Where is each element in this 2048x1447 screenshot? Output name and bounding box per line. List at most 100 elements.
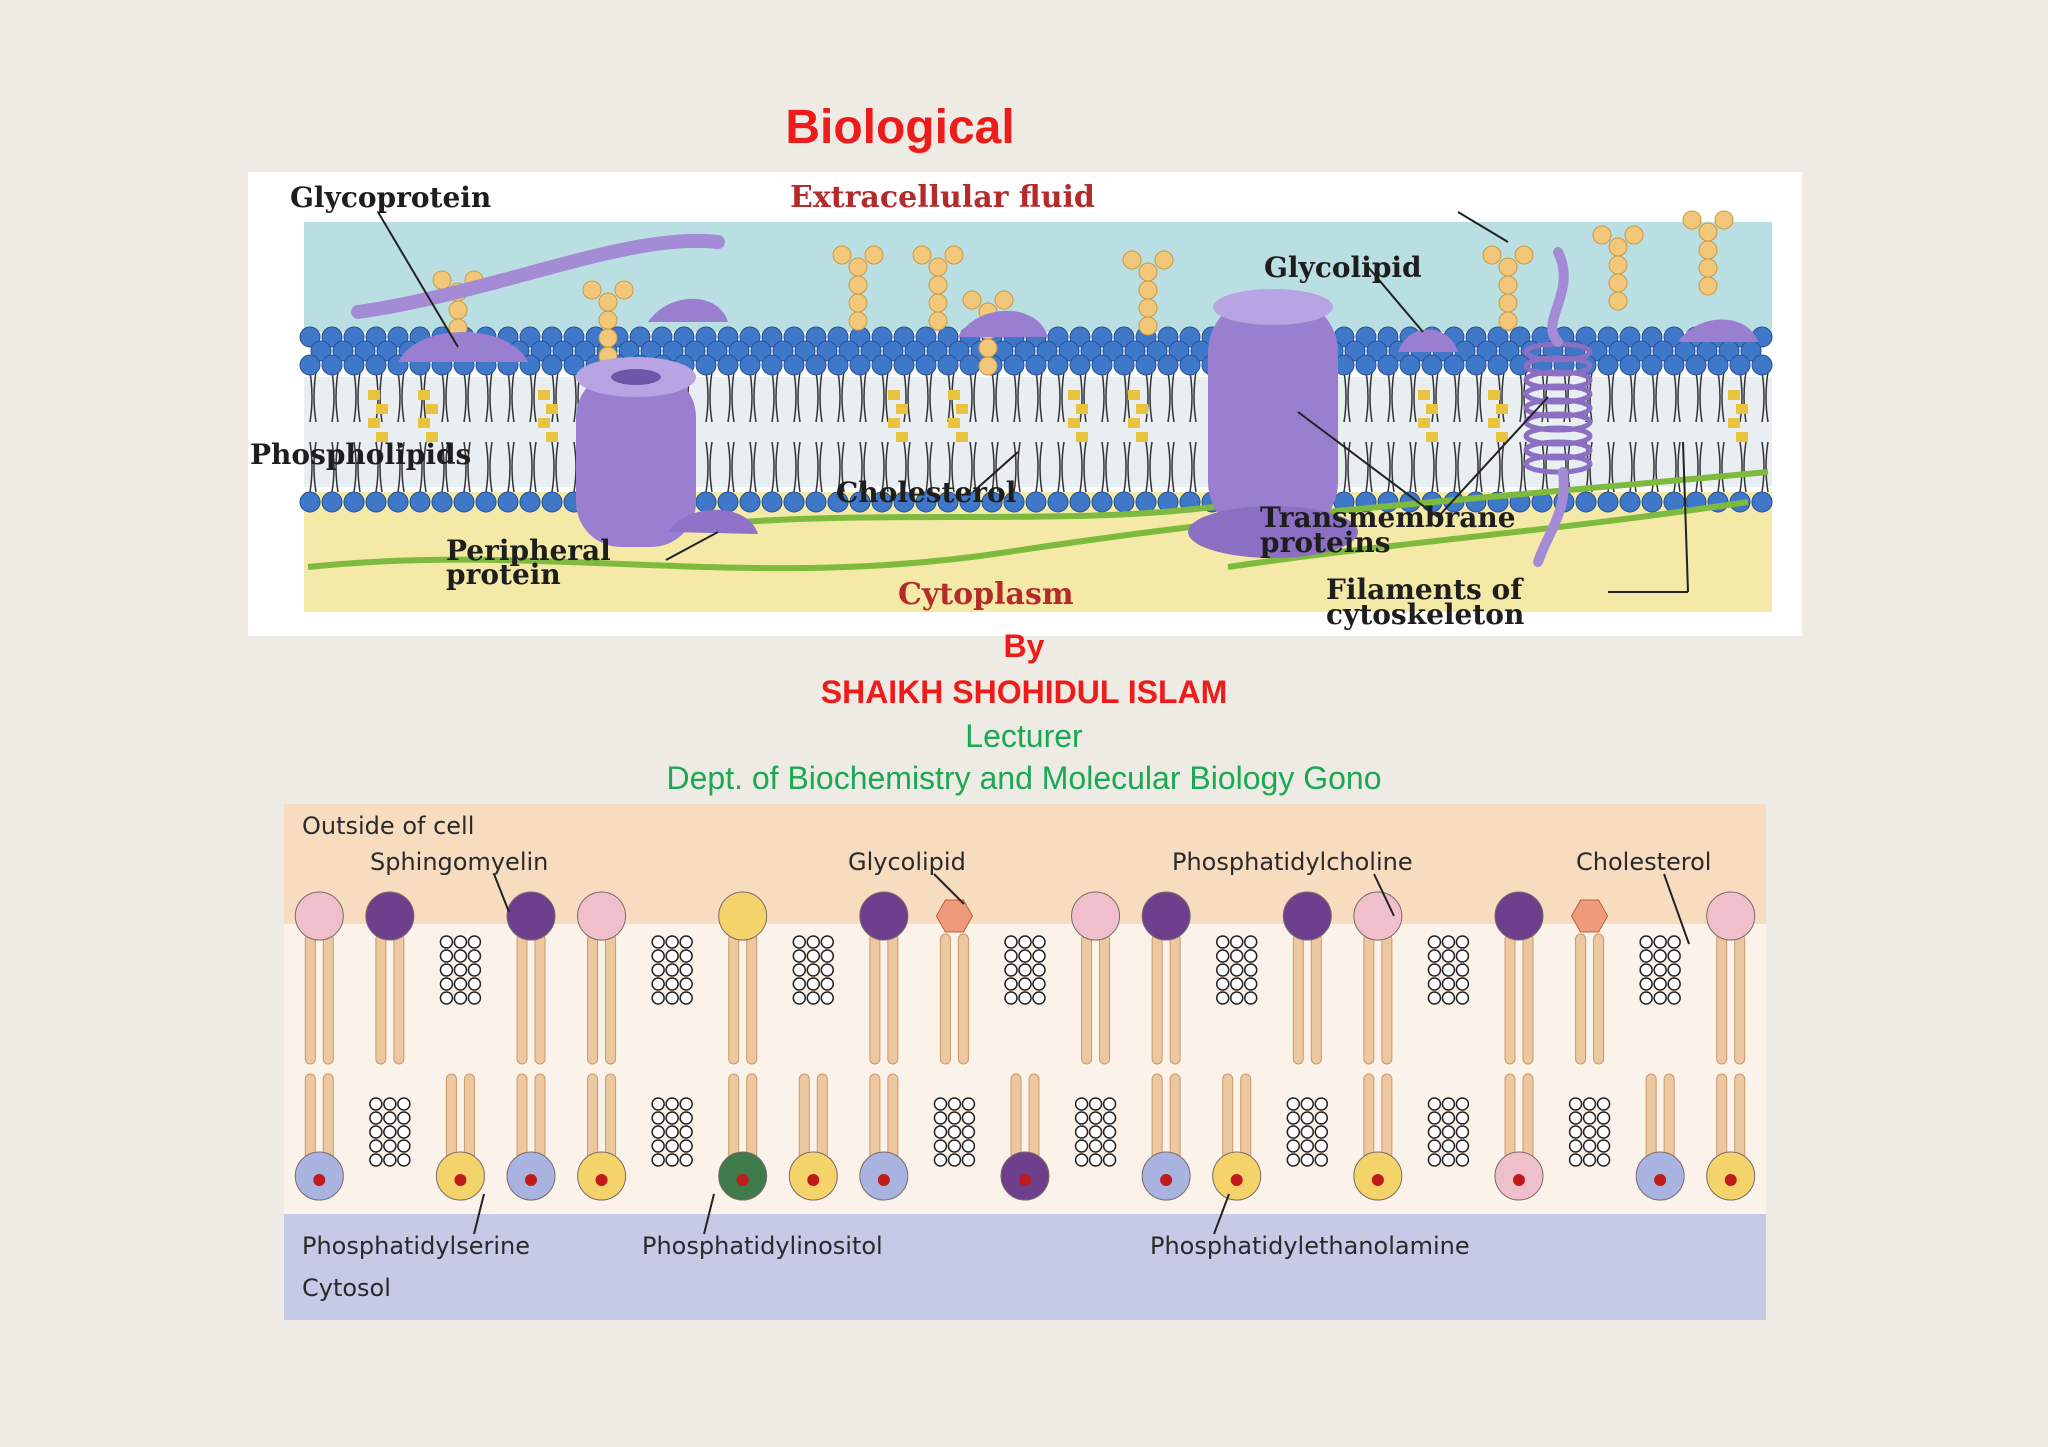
lipid-tail bbox=[1761, 371, 1769, 423]
cholesterol-molecule bbox=[948, 390, 960, 400]
cholesterol-molecule bbox=[538, 390, 550, 400]
sugar-unit bbox=[1498, 311, 1518, 331]
sugar-unit bbox=[928, 293, 948, 313]
lipid-tail bbox=[1409, 371, 1417, 423]
phospholipid-head bbox=[948, 340, 970, 362]
phospholipid-head bbox=[959, 354, 981, 376]
cholesterol-atom bbox=[1004, 963, 1018, 977]
phospholipid-head bbox=[1080, 340, 1102, 362]
lipid-tail bbox=[1387, 371, 1395, 423]
sugar-unit bbox=[598, 310, 618, 330]
cholesterol-atom bbox=[439, 977, 454, 991]
lipid-tail bbox=[1717, 441, 1725, 493]
lipid-tail bbox=[1409, 441, 1417, 493]
lipid-tail bbox=[1292, 933, 1304, 1065]
phospholipid-head bbox=[1476, 340, 1498, 362]
cholesterol-molecule bbox=[948, 418, 960, 428]
glycoprotein-arm bbox=[351, 233, 725, 319]
phospholipid-head bbox=[365, 491, 387, 513]
lipid-tail bbox=[1717, 371, 1725, 423]
cholesterol-molecule bbox=[1728, 390, 1740, 400]
cholesterol-atom bbox=[1032, 991, 1046, 1005]
cholesterol-atom bbox=[1018, 935, 1032, 949]
cholesterol-atom bbox=[439, 991, 454, 1005]
cholesterol-atom bbox=[1088, 1097, 1103, 1111]
cholesterol-atom bbox=[1102, 1139, 1117, 1153]
lipid-tail bbox=[969, 371, 977, 423]
cholesterol-atom bbox=[1427, 1125, 1442, 1139]
lipid-tail bbox=[1145, 441, 1153, 493]
phosphate-dot bbox=[1724, 1174, 1737, 1186]
cholesterol-atom bbox=[1427, 1139, 1442, 1153]
author-department: Dept. of Biochemistry and Molecular Biol… bbox=[666, 760, 1382, 796]
lipid-tail bbox=[793, 371, 801, 423]
sugar-unit bbox=[848, 275, 868, 295]
cholesterol-molecule bbox=[1736, 432, 1748, 442]
cholesterol-atom bbox=[1243, 977, 1258, 991]
cholesterol-atom bbox=[1229, 991, 1244, 1005]
phospholipid-head bbox=[1355, 354, 1377, 376]
phospholipid-head bbox=[794, 340, 816, 362]
cholesterol-atom bbox=[1286, 1125, 1301, 1139]
cholesterol-atom bbox=[439, 949, 454, 963]
phospholipid-head bbox=[959, 491, 981, 513]
phospholipid-head bbox=[1091, 354, 1113, 376]
phospholipid-head bbox=[1597, 326, 1619, 348]
cholesterol-atom bbox=[1229, 977, 1244, 991]
phospholipid-head bbox=[937, 354, 959, 376]
cholesterol-atom bbox=[651, 935, 665, 949]
cholesterol-atom bbox=[1596, 1097, 1611, 1111]
lipid-tail bbox=[1541, 441, 1549, 493]
phosphate-dot bbox=[1654, 1174, 1667, 1186]
cholesterol-atom bbox=[1286, 1139, 1301, 1153]
cholesterol-atom bbox=[1568, 1125, 1583, 1139]
cholesterol-molecule bbox=[368, 418, 380, 428]
cholesterol-atom bbox=[1004, 991, 1018, 1005]
cholesterol-atom bbox=[665, 1139, 679, 1153]
cholesterol-molecule bbox=[1068, 390, 1080, 400]
phospholipid-head bbox=[783, 354, 805, 376]
phospholipid-head bbox=[409, 491, 431, 513]
lipid-tail bbox=[1761, 441, 1769, 493]
lipid-tail bbox=[947, 441, 955, 493]
cholesterol-atom bbox=[1427, 1111, 1442, 1125]
cholesterol-atom bbox=[1215, 977, 1230, 991]
lipid-tail bbox=[793, 441, 801, 493]
phospholipid-head bbox=[739, 491, 761, 513]
cholesterol-atom bbox=[467, 977, 482, 991]
lipid-tail bbox=[991, 371, 999, 423]
sugar-unit bbox=[1482, 245, 1502, 265]
cholesterol-atom bbox=[1088, 1125, 1103, 1139]
cholesterol-molecule bbox=[368, 390, 380, 400]
cholesterol-atom bbox=[947, 1125, 962, 1139]
lipid-tail bbox=[1169, 933, 1181, 1065]
sugar-unit bbox=[1698, 240, 1718, 260]
cholesterol-atom bbox=[961, 1153, 976, 1167]
label-glycolipid: Glycolipid bbox=[1264, 251, 1422, 284]
lipid-tail bbox=[1151, 933, 1163, 1065]
lipid-head bbox=[506, 891, 556, 941]
cholesterol-atom bbox=[1653, 935, 1667, 949]
lipid-tail bbox=[815, 441, 823, 493]
cholesterol-atom bbox=[1300, 1153, 1315, 1167]
cholesterol-atom bbox=[961, 1097, 976, 1111]
cholesterol-atom bbox=[1314, 1153, 1329, 1167]
lipid-tail bbox=[1629, 441, 1637, 493]
cholesterol-atom bbox=[467, 963, 482, 977]
phospholipid-head bbox=[728, 340, 750, 362]
cholesterol-atom bbox=[1653, 949, 1667, 963]
sugar-unit bbox=[1592, 225, 1612, 245]
lipid-tail bbox=[925, 371, 933, 423]
cholesterol-atom bbox=[453, 949, 468, 963]
cholesterol-atom bbox=[1018, 963, 1032, 977]
phosphate-dot bbox=[1160, 1174, 1173, 1186]
phospholipid-head bbox=[1619, 326, 1641, 348]
cholesterol-atom bbox=[369, 1153, 383, 1167]
cholesterol-atom bbox=[820, 949, 835, 963]
cholesterol-atom bbox=[1074, 1153, 1089, 1167]
lipid-tail bbox=[1101, 371, 1109, 423]
lipid-tail bbox=[605, 933, 617, 1065]
phospholipid-head bbox=[1091, 326, 1113, 348]
sugar-unit bbox=[978, 338, 998, 358]
phospholipid-head bbox=[1751, 491, 1773, 513]
